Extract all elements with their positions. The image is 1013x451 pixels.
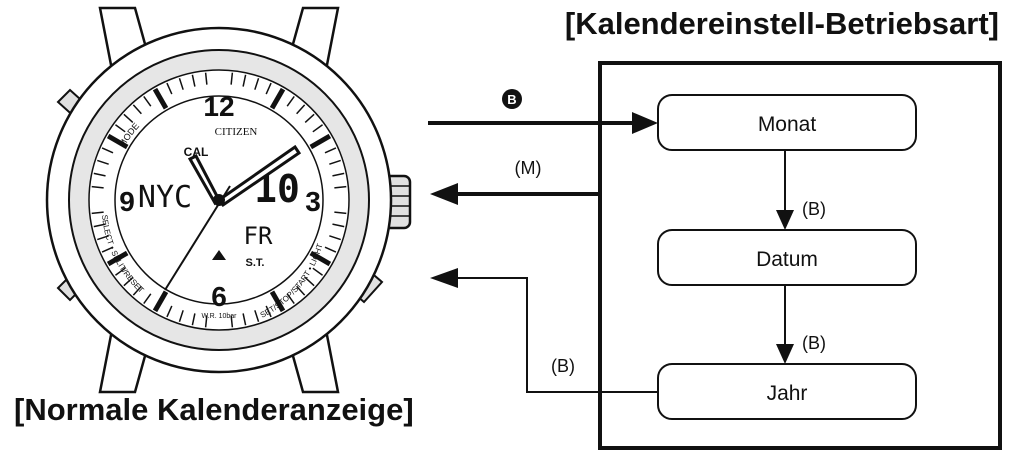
hand-pivot bbox=[213, 194, 225, 206]
minute-tick bbox=[304, 113, 315, 123]
minute-tick bbox=[286, 96, 295, 107]
weekday-display: FR bbox=[244, 222, 273, 250]
cal-indicator: CAL bbox=[184, 145, 209, 159]
minute-tick bbox=[329, 159, 341, 165]
button-b-marker-letter: B bbox=[507, 92, 516, 107]
return-path bbox=[455, 277, 658, 393]
hour-marker bbox=[309, 250, 332, 267]
minute-tick bbox=[178, 310, 184, 322]
minute-tick bbox=[312, 267, 323, 276]
mode-frame bbox=[598, 61, 1002, 450]
minute-tick bbox=[123, 277, 134, 287]
entry-arrow-head bbox=[632, 112, 658, 134]
antenna-icon bbox=[212, 250, 226, 260]
minute-tick bbox=[93, 172, 106, 177]
minute-tick bbox=[254, 78, 260, 90]
step-label-monat: Monat bbox=[758, 113, 817, 136]
minute-tick bbox=[97, 235, 109, 241]
hour-12: 12 bbox=[203, 91, 234, 122]
minute-tick bbox=[334, 211, 347, 215]
exit-arrow-m-head bbox=[430, 183, 458, 205]
minute-tick bbox=[132, 285, 142, 296]
minute-tick bbox=[265, 305, 272, 318]
minute-tick bbox=[230, 72, 234, 85]
step-box-monat bbox=[657, 94, 917, 151]
button-b-marker bbox=[502, 89, 522, 109]
minute-tick bbox=[334, 185, 347, 189]
minute-tick bbox=[191, 313, 196, 326]
normal-display-title: [Normale Kalenderanzeige] bbox=[14, 392, 414, 427]
minute-tick bbox=[91, 185, 104, 189]
st-indicator: S.T. bbox=[246, 257, 265, 269]
mode-title: [Kalendereinstell-Betriebsart] bbox=[564, 6, 999, 41]
minute-tick bbox=[123, 113, 134, 123]
minute-tick bbox=[191, 74, 196, 87]
minute-tick bbox=[101, 147, 114, 154]
minute-tick bbox=[115, 267, 126, 276]
minute-tick bbox=[312, 124, 323, 133]
minute-tick bbox=[101, 246, 114, 253]
minute-tick bbox=[265, 82, 272, 95]
arrow-datum-to-jahr bbox=[776, 344, 794, 364]
flow-diagram: Monat Datum Jahr (B) (B) B (M) (B) bbox=[428, 61, 1002, 450]
minute-tick bbox=[204, 315, 208, 328]
minute-tick bbox=[166, 305, 173, 318]
minute-tick bbox=[93, 223, 106, 228]
hour-marker bbox=[309, 133, 332, 150]
minute-tick bbox=[296, 285, 306, 296]
arrow-b-label-1: (B) bbox=[802, 199, 826, 219]
step-label-datum: Datum bbox=[756, 248, 818, 271]
minute-tick bbox=[242, 74, 247, 87]
minute-tick bbox=[296, 104, 306, 115]
minute-tick bbox=[143, 96, 152, 107]
minute-tick bbox=[304, 277, 315, 287]
arrow-m-label: (M) bbox=[515, 158, 542, 178]
hour-marker bbox=[106, 250, 129, 267]
hour-marker bbox=[269, 87, 286, 110]
minute-tick bbox=[242, 313, 247, 326]
minute-tick bbox=[115, 124, 126, 133]
minute-tick bbox=[132, 104, 142, 115]
minute-tick bbox=[204, 72, 208, 85]
minute-tick bbox=[332, 223, 345, 228]
hour-marker bbox=[152, 290, 169, 313]
minute-tick bbox=[254, 310, 260, 322]
minute-tick bbox=[329, 235, 341, 241]
step-label-jahr: Jahr bbox=[767, 382, 808, 405]
return-b-label: (B) bbox=[551, 356, 575, 376]
minute-tick bbox=[324, 246, 337, 253]
hour-marker bbox=[152, 87, 169, 110]
minute-tick bbox=[91, 211, 104, 215]
minute-tick bbox=[178, 78, 184, 90]
hour-9: 9 bbox=[119, 186, 135, 217]
minute-tick bbox=[286, 293, 295, 304]
arrow-b-label-2: (B) bbox=[802, 333, 826, 353]
watch: 12 3 6 9 MODE SELECT • SPLIT/RESET SET/S… bbox=[45, 6, 412, 394]
hour-marker bbox=[106, 133, 129, 150]
minute-tick bbox=[332, 172, 345, 177]
water-resistance-label: W.R. 10bar bbox=[201, 313, 237, 320]
hour-marker bbox=[269, 290, 286, 313]
minute-tick bbox=[143, 293, 152, 304]
minute-tick bbox=[166, 82, 173, 95]
hour-3: 3 bbox=[305, 186, 321, 217]
arrow-monat-to-datum bbox=[776, 210, 794, 230]
minute-tick bbox=[230, 315, 234, 328]
city-code-display: NYC bbox=[138, 180, 192, 215]
minute-ticks bbox=[91, 72, 347, 328]
minute-tick bbox=[324, 147, 337, 154]
step-box-datum bbox=[657, 229, 917, 286]
hour-6: 6 bbox=[211, 281, 227, 312]
brand-logo: CITIZEN bbox=[215, 126, 258, 138]
return-arrow-head bbox=[430, 268, 458, 288]
minute-tick bbox=[97, 159, 109, 165]
